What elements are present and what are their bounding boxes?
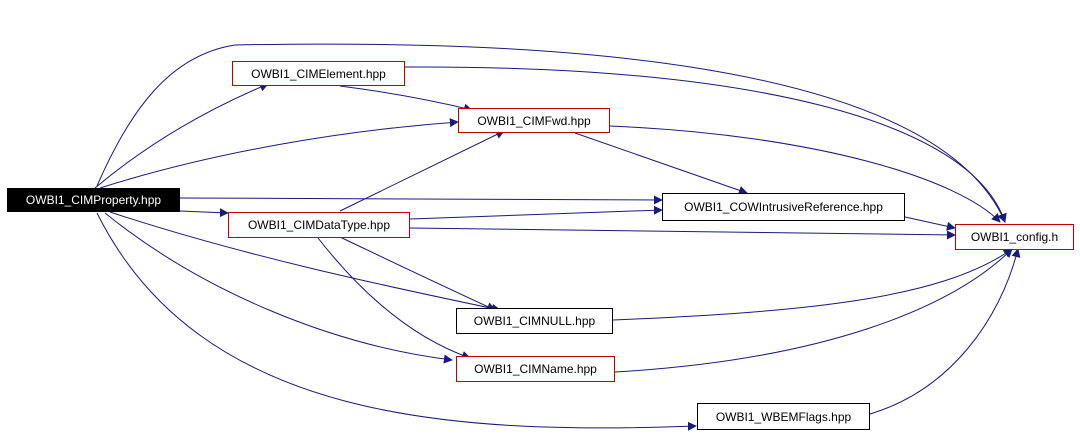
edge-datatype-to-cow xyxy=(409,205,663,220)
edge-property-to-config xyxy=(96,43,1006,223)
node-cowintrusivereference[interactable]: OWBI1_COWIntrusiveReference.hpp xyxy=(662,193,905,221)
edge-property-to-fwd xyxy=(99,118,459,189)
edge-fwd-to-config xyxy=(609,125,1001,223)
edge-cow-to-config xyxy=(904,216,956,231)
edge-property-to-cow xyxy=(179,195,663,205)
node-cimelement-label: OWBI1_CIMElement.hpp xyxy=(251,66,386,81)
node-wbemflags-label: OWBI1_WBEMFlags.hpp xyxy=(715,409,852,424)
node-cimelement[interactable]: OWBI1_CIMElement.hpp xyxy=(232,61,405,86)
edge-name-to-config xyxy=(614,248,1013,373)
edge-property-to-element xyxy=(94,82,269,189)
node-config-label: OWBI1_config.h xyxy=(970,230,1059,244)
edge-property-to-datatype xyxy=(179,208,229,218)
edge-fwd-to-cow xyxy=(574,132,748,195)
edge-datatype-to-config xyxy=(409,227,956,240)
node-cimnull[interactable]: OWBI1_CIMNULL.hpp xyxy=(456,308,613,334)
node-cimname-label: OWBI1_CIMName.hpp xyxy=(474,362,597,376)
edge-property-to-name xyxy=(104,212,453,364)
node-cimproperty-label: OWBI1_CIMProperty.hpp xyxy=(25,193,162,207)
node-cimproperty[interactable]: OWBI1_CIMProperty.hpp xyxy=(7,188,180,212)
node-config[interactable]: OWBI1_config.h xyxy=(955,224,1074,250)
edge-datatype-to-name xyxy=(317,237,471,360)
edge-property-to-wbem xyxy=(96,212,697,431)
node-cimfwd[interactable]: OWBI1_CIMFwd.hpp xyxy=(458,108,610,133)
node-cimfwd-label: OWBI1_CIMFwd.hpp xyxy=(477,113,591,128)
edge-cimnull-to-config xyxy=(612,248,1013,321)
edge-property-to-cimnull xyxy=(109,211,501,313)
node-cowintrusivereference-label: OWBI1_COWIntrusiveReference.hpp xyxy=(684,200,883,214)
node-cimdatatype-label: OWBI1_CIMDataType.hpp xyxy=(247,218,391,232)
edge-wbem-to-config xyxy=(869,248,1021,415)
edge-datatype-to-fwd xyxy=(339,130,505,212)
edge-element-to-fwd xyxy=(339,85,473,113)
edge-element-to-config xyxy=(404,66,1007,223)
node-cimnull-label: OWBI1_CIMNULL.hpp xyxy=(473,314,596,328)
node-wbemflags[interactable]: OWBI1_WBEMFlags.hpp xyxy=(697,403,870,430)
edge-datatype-to-cimnull xyxy=(339,236,496,311)
node-cimdatatype[interactable]: OWBI1_CIMDataType.hpp xyxy=(228,212,410,238)
node-cimname[interactable]: OWBI1_CIMName.hpp xyxy=(456,356,615,382)
